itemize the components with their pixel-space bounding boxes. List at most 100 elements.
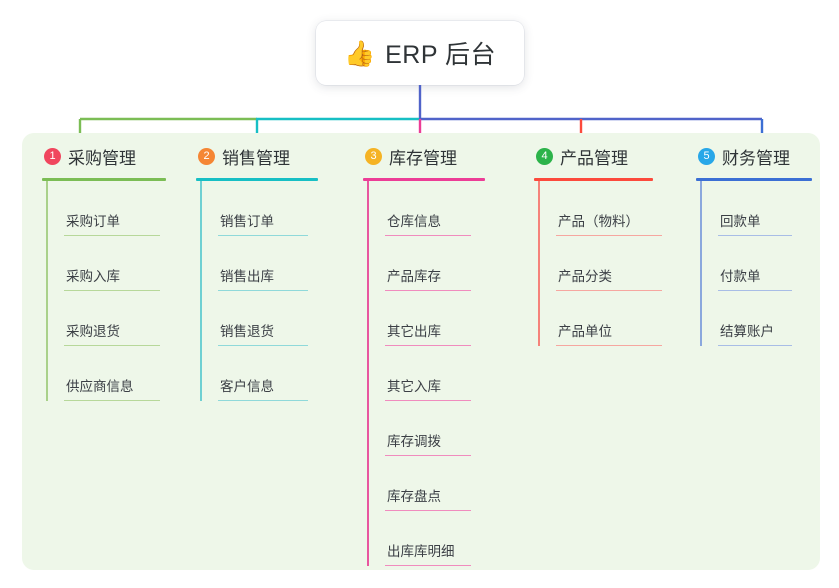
- branch-item-underline: [385, 289, 471, 291]
- branch-item-label: 付款单: [720, 268, 761, 284]
- branch-item-label: 采购退货: [66, 323, 120, 339]
- branch-item-underline: [64, 234, 160, 236]
- root-node[interactable]: 👍 ERP 后台: [316, 21, 524, 85]
- branch-column-1: 1 采购管理采购订单采购入库采购退货供应商信息: [22, 133, 188, 570]
- branch-item[interactable]: 采购退货: [46, 291, 188, 346]
- branch-item-underline: [385, 509, 471, 511]
- branch-item[interactable]: 结算账户: [700, 291, 820, 346]
- branch-item[interactable]: 其它入库: [367, 346, 519, 401]
- branch-columns: 1 采购管理采购订单采购入库采购退货供应商信息 2 销售管理销售订单销售出库销售退货客…: [22, 133, 820, 570]
- branch-stem-5: [700, 181, 702, 346]
- branch-item-underline: [64, 399, 160, 401]
- branch-item-label: 产品分类: [558, 268, 612, 284]
- branch-item[interactable]: 仓库信息: [367, 181, 519, 236]
- branch-badge-2: 2: [198, 147, 215, 165]
- branch-underline-3: [363, 178, 485, 181]
- branch-item-label: 仓库信息: [387, 213, 441, 229]
- branch-item-underline: [64, 344, 160, 346]
- branch-item[interactable]: 采购入库: [46, 236, 188, 291]
- branch-badge-1: 1: [44, 147, 61, 165]
- branch-items-2: 销售订单销售出库销售退货客户信息: [196, 181, 351, 401]
- branch-item-label: 销售出库: [220, 268, 274, 284]
- branch-item[interactable]: 产品单位: [538, 291, 680, 346]
- branch-title-1: 采购管理: [68, 148, 136, 168]
- branch-item-label: 库存调拨: [387, 433, 441, 449]
- branch-item[interactable]: 其它出库: [367, 291, 519, 346]
- branch-item[interactable]: 销售出库: [200, 236, 351, 291]
- branch-column-5: 5 财务管理回款单付款单结算账户: [680, 133, 820, 570]
- branch-items-3: 仓库信息产品库存其它出库其它入库库存调拨库存盘点出库库明细: [363, 181, 519, 566]
- branch-header-2[interactable]: 2 销售管理: [196, 143, 351, 169]
- branch-item-label: 出库库明细: [387, 543, 455, 559]
- branch-item-label: 其它出库: [387, 323, 441, 339]
- branch-column-2: 2 销售管理销售订单销售出库销售退货客户信息: [188, 133, 351, 570]
- branch-item-underline: [556, 344, 662, 346]
- branch-item-underline: [385, 344, 471, 346]
- branch-underline-5: [696, 178, 812, 181]
- branch-item-underline: [218, 234, 308, 236]
- branch-item-underline: [218, 289, 308, 291]
- branch-item-underline: [385, 234, 471, 236]
- branch-stem-2: [200, 181, 202, 401]
- branch-item-label: 产品（物料）: [558, 213, 639, 229]
- branch-item-label: 库存盘点: [387, 488, 441, 504]
- branch-item[interactable]: 销售退货: [200, 291, 351, 346]
- branch-items-4: 产品（物料） 产品分类产品单位: [534, 181, 680, 346]
- branch-item-underline: [64, 289, 160, 291]
- branch-item-label: 采购入库: [66, 268, 120, 284]
- branch-item-underline: [385, 564, 471, 566]
- branch-underline-2: [196, 178, 318, 181]
- branch-item-label: 销售订单: [220, 213, 274, 229]
- branch-item[interactable]: 供应商信息: [46, 346, 188, 401]
- branch-column-4: 4 产品管理产品（物料） 产品分类产品单位: [519, 133, 680, 570]
- branch-item[interactable]: 付款单: [700, 236, 820, 291]
- branch-item[interactable]: 产品分类: [538, 236, 680, 291]
- branch-item[interactable]: 销售订单: [200, 181, 351, 236]
- mindmap-panel: 1 采购管理采购订单采购入库采购退货供应商信息 2 销售管理销售订单销售出库销售退货客…: [22, 133, 820, 570]
- branch-header-5[interactable]: 5 财务管理: [696, 143, 820, 169]
- branch-item[interactable]: 回款单: [700, 181, 820, 236]
- branch-badge-5: 5: [698, 147, 715, 165]
- branch-title-3: 库存管理: [389, 148, 457, 168]
- branch-title-5: 财务管理: [722, 148, 790, 168]
- branch-item[interactable]: 采购订单: [46, 181, 188, 236]
- branch-item-underline: [718, 344, 792, 346]
- branch-item-underline: [718, 234, 792, 236]
- branch-item-underline: [385, 454, 471, 456]
- branch-item[interactable]: 库存盘点: [367, 456, 519, 511]
- branch-item-underline: [385, 399, 471, 401]
- branch-item-label: 供应商信息: [66, 378, 134, 394]
- branch-title-4: 产品管理: [560, 148, 628, 168]
- branch-item-label: 客户信息: [220, 378, 274, 394]
- branch-items-1: 采购订单采购入库采购退货供应商信息: [42, 181, 188, 401]
- branch-item-underline: [556, 289, 662, 291]
- thumbs-up-icon: 👍: [343, 38, 376, 68]
- branch-item[interactable]: 客户信息: [200, 346, 351, 401]
- branch-item[interactable]: 库存调拨: [367, 401, 519, 456]
- branch-items-5: 回款单付款单结算账户: [696, 181, 820, 346]
- branch-stem-3: [367, 181, 369, 566]
- branch-item-label: 其它入库: [387, 378, 441, 394]
- branch-header-4[interactable]: 4 产品管理: [534, 143, 680, 169]
- branch-item[interactable]: 产品库存: [367, 236, 519, 291]
- root-node-label: ERP 后台: [385, 41, 497, 69]
- branch-item-underline: [718, 289, 792, 291]
- branch-title-2: 销售管理: [222, 148, 290, 168]
- branch-item-underline: [218, 344, 308, 346]
- branch-item[interactable]: 产品（物料）: [538, 181, 680, 236]
- branch-item-label: 回款单: [720, 213, 761, 229]
- branch-stem-4: [538, 181, 540, 346]
- branch-badge-4: 4: [536, 147, 553, 165]
- branch-item[interactable]: 出库库明细: [367, 511, 519, 566]
- branch-item-underline: [218, 399, 308, 401]
- branch-underline-1: [42, 178, 166, 181]
- branch-underline-4: [534, 178, 653, 181]
- branch-stem-1: [46, 181, 48, 401]
- branch-item-label: 销售退货: [220, 323, 274, 339]
- branch-item-label: 采购订单: [66, 213, 120, 229]
- branch-item-underline: [556, 234, 662, 236]
- branch-header-1[interactable]: 1 采购管理: [42, 143, 188, 169]
